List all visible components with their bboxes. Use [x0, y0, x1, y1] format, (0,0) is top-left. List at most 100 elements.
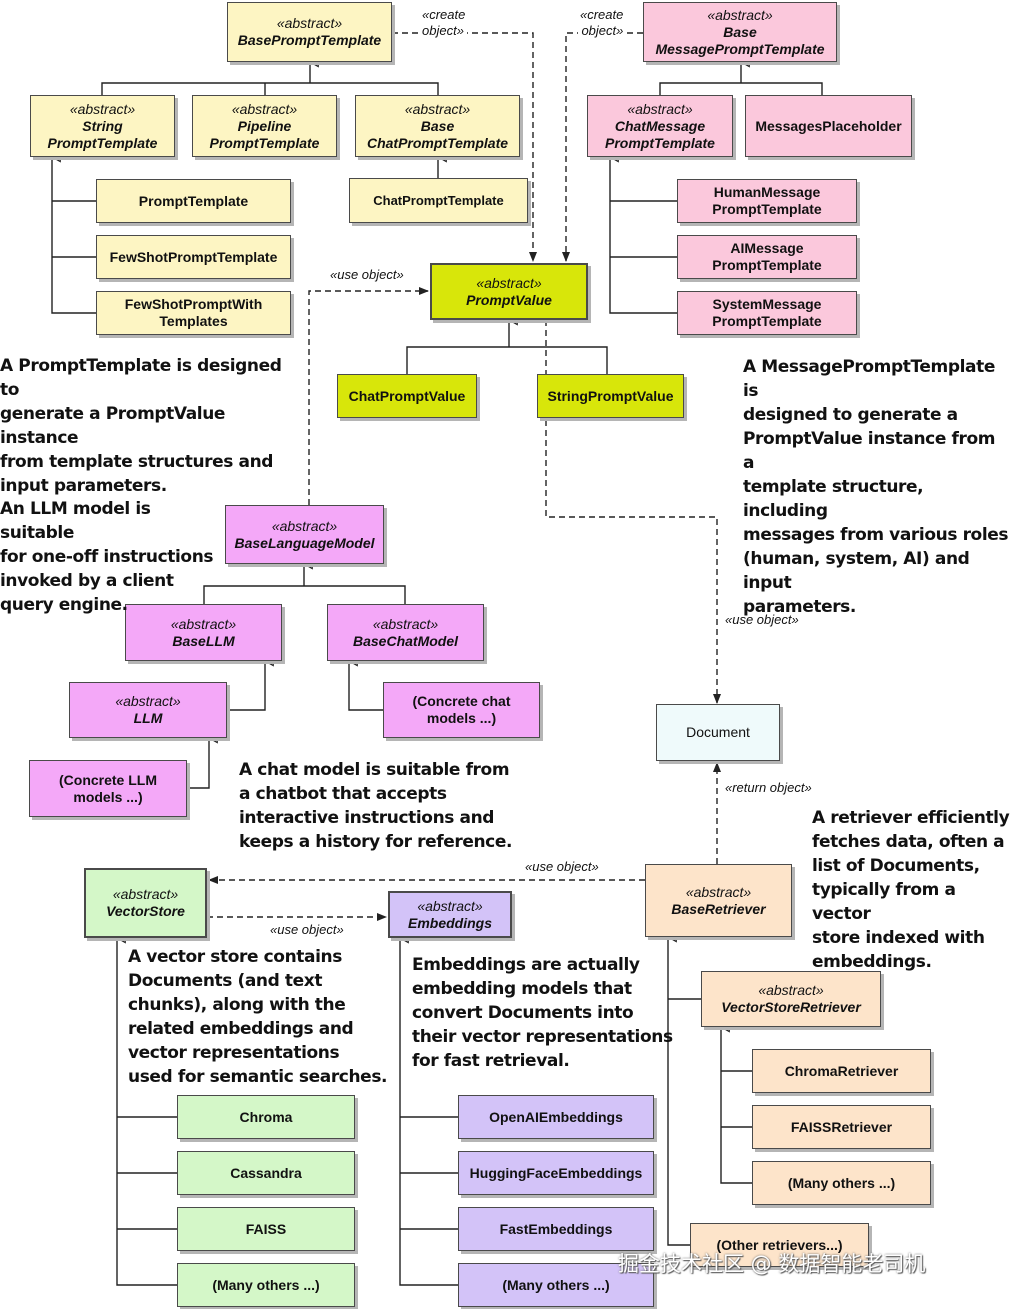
class-name: ChromaRetriever — [784, 1062, 899, 1079]
inherit-base-prompt-template — [101, 62, 439, 95]
label-use-object-document: «use object» — [723, 612, 801, 628]
class-name: PromptTemplate — [138, 192, 249, 209]
class-name: VectorStore — [106, 903, 185, 919]
class-name: LLM — [133, 710, 163, 726]
concrete-llm-models-box: (Concrete LLM models ...) — [29, 760, 187, 817]
class-name: FastEmbeddings — [499, 1220, 613, 1237]
class-name: StringPromptValue — [547, 387, 674, 404]
stereotype: «abstract» — [276, 15, 343, 31]
class-name: Base ChatPromptTemplate — [366, 117, 509, 151]
inherit-prompt-value — [406, 320, 608, 374]
inherit-embeddings — [400, 938, 458, 1286]
note-retriever: A retriever efficiently fetches data, of… — [812, 808, 1010, 972]
dep-use-prompt-value — [308, 287, 429, 505]
class-name: BaseRetriever — [671, 900, 766, 917]
note-vector-store: A vector store contains Documents (and t… — [128, 947, 388, 1087]
inherit-vector-store-retriever — [721, 1027, 752, 1184]
class-name: PromptValue — [466, 291, 552, 308]
label-create-object-right: «create object» — [578, 7, 626, 39]
many-others-retriever-box: (Many others ...) — [752, 1161, 931, 1205]
class-name: FAISSRetriever — [790, 1118, 893, 1135]
base-chat-model-box: «abstract» BaseChatModel — [327, 604, 484, 661]
class-name: BaseLLM — [172, 632, 235, 649]
huggingface-embeddings-box: HuggingFaceEmbeddings — [458, 1151, 654, 1195]
cassandra-box: Cassandra — [177, 1151, 355, 1195]
watermark: 掘金技术社区 @ 数据智能老司机 — [618, 1252, 926, 1276]
inherit-base-chat-model — [349, 661, 383, 711]
class-name: ChatMessage PromptTemplate — [605, 117, 715, 151]
stereotype: «abstract» — [404, 100, 471, 117]
string-prompt-value-box: StringPromptValue — [537, 374, 684, 418]
string-prompt-template-box: «abstract» String PromptTemplate — [30, 95, 175, 157]
stereotype: «abstract» — [115, 693, 181, 709]
stereotype: «abstract» — [271, 517, 338, 534]
base-llm-box: «abstract» BaseLLM — [125, 604, 282, 661]
class-name: ChatPromptTemplate — [373, 193, 504, 208]
faiss-box: FAISS — [177, 1207, 355, 1251]
class-name: HuggingFaceEmbeddings — [469, 1164, 643, 1181]
label-create-object-left: «create object» — [420, 7, 468, 39]
stereotype: «abstract» — [627, 100, 693, 117]
class-name: Embeddings — [407, 914, 492, 931]
class-name: (Many others ...) — [787, 1174, 896, 1191]
inherit-string-prompt-template — [52, 157, 96, 314]
base-message-prompt-template-box: «abstract» Base MessagePromptTemplate — [643, 2, 837, 62]
inherit-base-language-model — [203, 564, 406, 604]
messages-placeholder-box: MessagesPlaceholder — [745, 95, 912, 157]
dep-create-object-left — [392, 32, 537, 262]
class-name: AIMessage PromptTemplate — [712, 240, 822, 273]
embeddings-box: «abstract» Embeddings — [388, 891, 512, 938]
system-message-prompt-template-box: SystemMessage PromptTemplate — [677, 291, 857, 335]
class-name: SystemMessage PromptTemplate — [712, 296, 822, 329]
label-use-object-embeddings: «use object» — [268, 922, 346, 938]
note-prompt-template: A PromptTemplate is designed to generate… — [0, 356, 282, 496]
chat-prompt-template-box: ChatPromptTemplate — [349, 178, 528, 223]
class-name: VectorStoreRetriever — [721, 999, 861, 1015]
class-name: Document — [686, 724, 750, 740]
chroma-box: Chroma — [177, 1095, 355, 1139]
label-use-object-vector-store: «use object» — [523, 859, 601, 875]
stereotype: «abstract» — [685, 883, 752, 900]
vector-store-retriever-box: «abstract» VectorStoreRetriever — [701, 971, 881, 1027]
prompt-value-box: «abstract» PromptValue — [430, 263, 588, 320]
inherit-base-llm — [227, 661, 265, 711]
note-chat-model: A chat model is suitable from a chatbot … — [239, 760, 513, 852]
label-return-object: «return object» — [723, 780, 814, 796]
stereotype: «abstract» — [476, 274, 542, 291]
stereotype: «abstract» — [417, 897, 483, 914]
class-name: Pipeline PromptTemplate — [209, 117, 320, 151]
class-name: FAISS — [245, 1220, 287, 1237]
base-retriever-box: «abstract» BaseRetriever — [645, 864, 792, 937]
vector-store-box: «abstract» VectorStore — [84, 868, 207, 938]
few-shot-prompt-with-templates-box: FewShotPromptWith Templates — [96, 291, 291, 335]
class-name: (Other retrievers...) — [716, 1236, 843, 1253]
many-others-store-box: (Many others ...) — [177, 1263, 355, 1307]
class-name: BaseChatModel — [352, 632, 459, 649]
class-name: BaseLanguageModel — [234, 534, 375, 551]
fast-embeddings-box: FastEmbeddings — [458, 1207, 654, 1251]
inherit-llm — [187, 738, 209, 789]
many-others-embeddings-box: (Many others ...) — [458, 1263, 654, 1307]
class-name: FewShotPromptTemplate — [109, 248, 278, 265]
base-chat-prompt-template-box: «abstract» Base ChatPromptTemplate — [355, 95, 520, 157]
chat-prompt-value-box: ChatPromptValue — [337, 374, 477, 418]
other-retrievers-box: (Other retrievers...) — [690, 1223, 869, 1267]
class-name: FewShotPromptWith Templates — [124, 296, 263, 329]
class-name: OpenAIEmbeddings — [489, 1108, 623, 1125]
stereotype: «abstract» — [69, 100, 136, 117]
label-use-object-prompt-value: «use object» — [328, 267, 406, 283]
openai-embeddings-box: OpenAIEmbeddings — [458, 1095, 654, 1139]
class-name: Chroma — [239, 1108, 293, 1125]
stereotype: «abstract» — [758, 982, 824, 998]
stereotype: «abstract» — [231, 100, 298, 117]
base-prompt-template-box: «abstract» BasePromptTemplate — [227, 2, 392, 62]
class-name: (Many others ...) — [502, 1276, 610, 1293]
dep-use-document — [545, 320, 721, 704]
note-message-prompt-template: A MessagePromptTemplate is designed to g… — [743, 357, 1009, 617]
stereotype: «abstract» — [112, 886, 179, 902]
class-name: String PromptTemplate — [47, 117, 158, 151]
class-name: (Concrete chat models ...) — [412, 693, 511, 726]
concrete-chat-models-box: (Concrete chat models ...) — [383, 682, 540, 738]
